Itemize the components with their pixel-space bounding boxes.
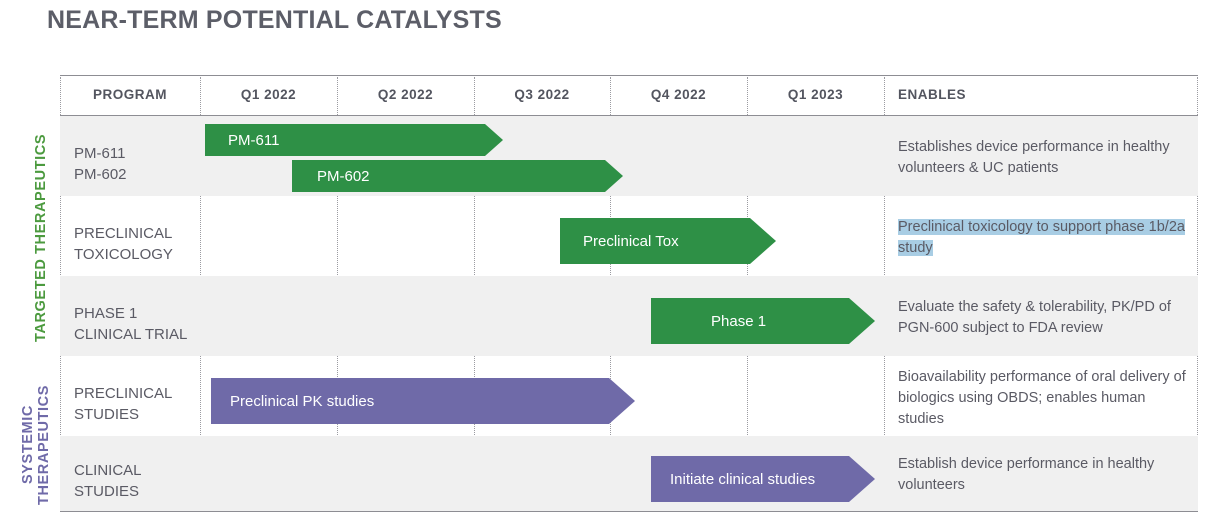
column-header-q2-2022: Q2 2022 bbox=[377, 87, 434, 102]
table-row: PHASE 1 CLINICAL TRIAL Phase 1 Evaluate … bbox=[60, 276, 1198, 356]
highlighted-text: Preclinical toxicology to support phase … bbox=[898, 219, 1185, 256]
column-header-program: PROGRAM bbox=[93, 87, 167, 102]
enables-text: Establishes device performance in health… bbox=[898, 139, 1170, 176]
enables-text: Preclinical toxicology to support phase … bbox=[898, 217, 1190, 259]
column-header-enables: ENABLES bbox=[898, 87, 967, 102]
column-header-q1-2023: Q1 2023 bbox=[787, 87, 844, 102]
arrow-shape bbox=[560, 218, 776, 264]
table-header-rule bbox=[60, 115, 1198, 116]
arrow-shape bbox=[205, 124, 503, 156]
enables-text: Establish device performance in healthy … bbox=[898, 456, 1155, 493]
gantt-bar-pm-602[interactable]: PM-602 bbox=[292, 160, 623, 192]
category-label-systemic-therapeutics: THERAPEUTICS bbox=[36, 385, 52, 505]
table-header-row: PROGRAM Q1 2022 Q2 2022 Q3 2022 Q4 2022 … bbox=[60, 75, 1198, 115]
gantt-bar-preclinical-tox[interactable]: Preclinical Tox bbox=[560, 218, 776, 264]
category-label-targeted-therapeutics: TARGETED THERAPEUTICS bbox=[33, 133, 49, 343]
enables-text: Bioavailability performance of oral deli… bbox=[898, 369, 1186, 427]
gantt-bar-initiate-clinical-studies[interactable]: Initiate clinical studies bbox=[651, 456, 875, 502]
table-row: PRECLINICAL STUDIES Preclinical PK studi… bbox=[60, 356, 1198, 436]
column-header-q4-2022: Q4 2022 bbox=[650, 87, 707, 102]
page-title: NEAR-TERM POTENTIAL CATALYSTS bbox=[47, 6, 502, 34]
gantt-bar-label: Initiate clinical studies bbox=[670, 470, 816, 488]
gantt-bar-label: Phase 1 bbox=[711, 312, 767, 330]
gantt-bar-phase-1[interactable]: Phase 1 bbox=[651, 298, 875, 344]
arrow-shape bbox=[292, 160, 623, 192]
arrow-shape bbox=[651, 298, 875, 344]
table-row: CLINICAL STUDIES Initiate clinical studi… bbox=[60, 436, 1198, 511]
gantt-bar-preclinical-pk-studies[interactable]: Preclinical PK studies bbox=[211, 378, 635, 424]
table-top-rule bbox=[60, 75, 1198, 76]
column-header-q1-2022: Q1 2022 bbox=[240, 87, 297, 102]
gantt-bar-label: PM-602 bbox=[317, 167, 370, 185]
gantt-bar-label: PM-611 bbox=[228, 131, 280, 149]
enables-text: Evaluate the safety & tolerability, PK/P… bbox=[898, 299, 1171, 336]
category-label-systemic: SYSTEMIC bbox=[20, 405, 36, 485]
table-bottom-rule bbox=[60, 511, 1198, 512]
program-label: PM-611 PM-602 bbox=[74, 145, 127, 183]
table-row: PRECLINICAL TOXICOLOGY Preclinical Tox P… bbox=[60, 196, 1198, 276]
gantt-bar-pm-611[interactable]: PM-611 bbox=[205, 124, 503, 156]
gantt-bar-label: Preclinical Tox bbox=[583, 232, 679, 250]
arrow-shape bbox=[211, 378, 635, 424]
table-row: PM-611 PM-602 PM-611 PM-602 Establishes … bbox=[60, 116, 1198, 196]
program-label: CLINICAL STUDIES bbox=[74, 462, 142, 500]
program-label: PRECLINICAL TOXICOLOGY bbox=[74, 225, 173, 263]
catalysts-timeline-table: PROGRAM Q1 2022 Q2 2022 Q3 2022 Q4 2022 … bbox=[60, 75, 1198, 512]
program-label: PRECLINICAL STUDIES bbox=[74, 385, 173, 423]
arrow-shape bbox=[651, 456, 875, 502]
column-header-q3-2022: Q3 2022 bbox=[514, 87, 570, 102]
program-label: PHASE 1 CLINICAL TRIAL bbox=[74, 305, 188, 343]
gantt-bar-label: Preclinical PK studies bbox=[230, 392, 375, 410]
